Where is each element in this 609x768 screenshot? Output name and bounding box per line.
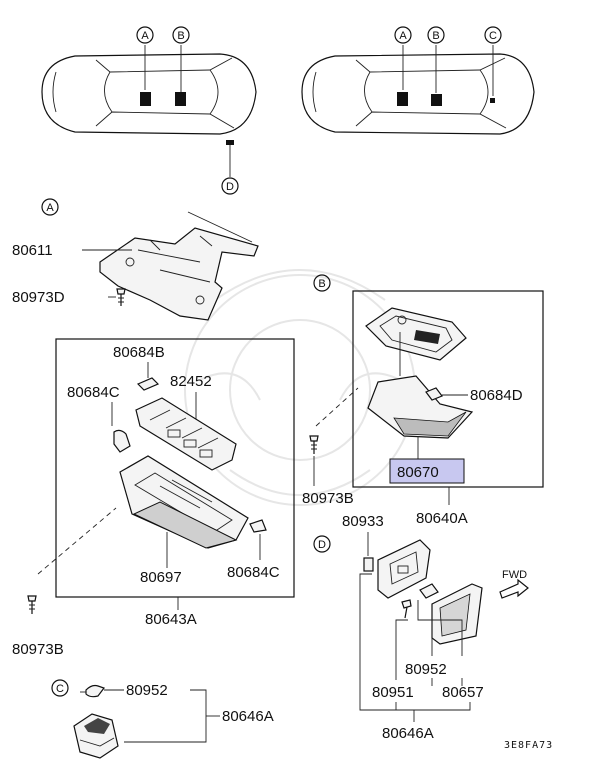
part-80952-d-label: 80952 [405,661,447,678]
bulb-80952-c-icon [80,684,105,698]
car-top-view-left [41,53,257,135]
lamp-position-c-right [490,98,495,103]
bracket-part [99,211,259,321]
car-top-view-right [301,53,535,135]
marker-c-right-icon [484,26,502,44]
section-d-marker-label: D [318,539,326,551]
assembly-a-box [55,338,295,598]
section-c-marker-label: C [56,683,64,695]
marker-c-right-label: C [489,30,497,42]
lamp-position-b [175,92,186,106]
lamp-position-d [226,140,234,145]
marker-b-right-label: B [432,30,439,42]
bulb-80684c-right-icon [249,519,267,533]
part-80973b-right-label: 80973B [302,490,354,507]
part-80684c-label: 80684C [67,384,120,401]
part-80697-label: 80697 [140,569,182,586]
part-80657-label: 80657 [442,684,484,701]
marker-b-right-icon [427,26,445,44]
marker-a-right-icon [394,26,412,44]
marker-a-icon [136,26,154,44]
section-b-marker-icon [313,274,331,292]
screw-80973b-right-icon [309,435,319,454]
part-80643a-label: 80643A [145,611,197,628]
assembly-b-box [352,290,544,488]
section-c-marker-icon [51,679,69,697]
fwd-arrow-icon [499,578,529,599]
screw-80951-icon [401,599,412,619]
part-80646a-d-label: 80646A [382,725,434,742]
section-a-marker-icon [41,198,59,216]
lamp-position-a [140,92,151,106]
marker-d-label: D [226,181,234,193]
marker-b-icon [172,26,190,44]
socket-82452-part [135,397,237,471]
part-80640a-label: 80640A [416,510,468,527]
part-80684b-label: 80684B [113,344,165,361]
part-80646a-c-label: 80646A [222,708,274,725]
bulb-80684d-icon [425,387,443,401]
lens-80657-part [431,583,483,645]
part-80684d-label: 80684D [470,387,523,404]
part-80670-label: 80670 [397,464,439,481]
part-80611-label: 80611 [12,242,53,259]
part-80670-highlight [389,458,465,484]
bulb-80684b-icon [136,377,160,391]
part-80973d-label: 80973D [12,289,65,306]
diagram-code: 3E8FA73 [504,740,553,751]
section-a-marker-label: A [46,202,54,214]
bulb-80952-d-icon [419,583,439,599]
housing-80640a-part [365,307,467,361]
fwd-label: FWD [502,569,527,581]
screw-80973d-icon [116,288,126,306]
section-b-marker-label: B [318,278,325,290]
lens-80697-part [119,455,249,549]
clip-80933-icon [363,557,374,572]
lens-80670-part [367,375,474,439]
bulb-80684c-icon [113,429,131,453]
lamp-80646a-c-part [73,713,119,759]
part-82452-label: 82452 [170,373,212,390]
marker-b-label: B [177,30,184,42]
section-d-marker-icon [313,535,331,553]
part-80933-label: 80933 [342,513,384,530]
lamp-position-b-right [431,94,442,106]
lamp-position-a-right [397,92,408,106]
screw-80973b-left-icon [27,595,37,614]
marker-d-icon [221,177,239,195]
part-80951-label: 80951 [372,684,414,701]
socket-80952-d-part [377,539,431,599]
part-80684c-right-label: 80684C [227,564,280,581]
part-80952-c-label: 80952 [126,682,168,699]
part-80973b-left-label: 80973B [12,641,64,658]
marker-a-label: A [141,30,149,42]
marker-a-right-label: A [399,30,407,42]
